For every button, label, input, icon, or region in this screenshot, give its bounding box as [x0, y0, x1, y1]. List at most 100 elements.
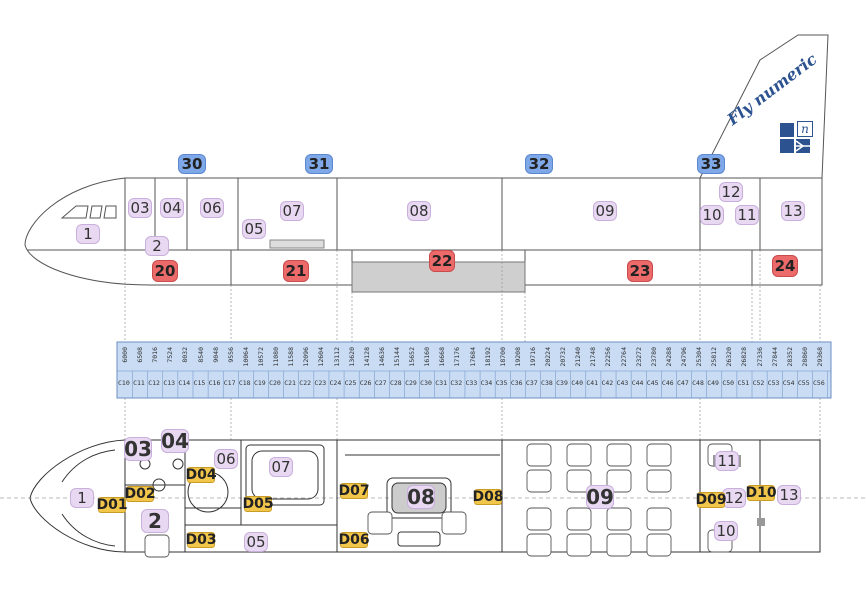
frame-id: C20 [269, 379, 281, 387]
cargo-label-24: 24 [772, 255, 798, 277]
cargo-label-22: 22 [429, 250, 455, 272]
frame-position: 10064 [241, 347, 250, 367]
seat [441, 511, 467, 535]
frame-position: 6508 [136, 347, 145, 363]
logo-letter: n [797, 121, 813, 137]
frame-id: C21 [284, 379, 296, 387]
floor-zone-label-07: 07 [269, 457, 293, 477]
top-zone-label-08: 08 [407, 201, 431, 221]
frame-id: C39 [556, 379, 568, 387]
frame-position: 7524 [166, 347, 175, 363]
frame-position: 18700 [498, 347, 507, 367]
frame-position: 23272 [634, 347, 643, 367]
frame-position: 11588 [287, 347, 296, 367]
seat [367, 511, 393, 535]
frame-id: C13 [163, 379, 176, 387]
door-label-D03: D03 [185, 532, 217, 548]
frame-id: C49 [707, 379, 719, 387]
top-zone-label-07: 07 [280, 201, 304, 221]
frame-id: C36 [510, 379, 523, 387]
deck-label-31: 31 [305, 154, 333, 174]
door-label-D02: D02 [124, 486, 156, 502]
frame-position: 22764 [619, 347, 628, 367]
top-zone-label-12: 12 [719, 182, 743, 202]
frame-position: 22256 [604, 347, 613, 367]
frame-id: C54 [782, 379, 795, 387]
frame-id: C22 [299, 379, 312, 387]
frame-position: 20732 [559, 347, 568, 367]
brand-logo [780, 123, 810, 153]
seat [646, 507, 672, 531]
frame-id: C47 [677, 379, 689, 387]
seat [646, 443, 672, 467]
door-label-D08: D08 [472, 489, 504, 505]
frame-id: C43 [616, 379, 629, 387]
door-label-D07: D07 [338, 483, 370, 499]
frame-position: 13112 [332, 347, 341, 367]
deck-label-32: 32 [525, 154, 553, 174]
frame-id: C40 [571, 379, 583, 387]
frame-id: C35 [495, 379, 508, 387]
frame-id: C19 [253, 379, 266, 387]
frame-position: 13620 [347, 347, 356, 367]
frame-id: C44 [631, 379, 644, 387]
frame-position: 15144 [392, 347, 401, 367]
top-zone-label-03: 03 [128, 198, 152, 218]
frame-id: C18 [238, 379, 251, 387]
seat [566, 443, 592, 467]
frame-position: 12096 [302, 347, 311, 367]
frame-position: 8032 [181, 347, 190, 363]
frame-id: C17 [223, 379, 236, 387]
seat [606, 533, 632, 557]
frame-id: C46 [661, 379, 674, 387]
frame-position: 19716 [528, 347, 537, 367]
frame-position: 8540 [196, 347, 205, 363]
frame-id: C23 [314, 379, 327, 387]
top-zone-label-1: 1 [76, 224, 100, 244]
floor-zone-label-03: 03 [124, 437, 152, 461]
frame-id: C45 [646, 379, 659, 387]
frame-position: 19208 [513, 347, 522, 367]
frame-id: C50 [722, 379, 735, 387]
frame-position: 16668 [438, 347, 447, 367]
floor-zone-label-08: 08 [407, 485, 435, 509]
frame-position: 25304 [695, 347, 704, 367]
door-label-D05: D05 [242, 496, 274, 512]
seat [566, 469, 592, 493]
top-zone-label-06: 06 [200, 198, 224, 218]
frame-id: C32 [450, 379, 463, 387]
frame-position: 28352 [785, 347, 794, 367]
cargo-label-21: 21 [283, 260, 309, 282]
frame-position: 6000 [121, 347, 129, 363]
frame-position: 14636 [377, 347, 386, 367]
door-label-D04: D04 [185, 467, 217, 483]
seat [606, 507, 632, 531]
frame-position: 21240 [574, 347, 583, 367]
frame-position: 21748 [589, 347, 598, 367]
seat [566, 533, 592, 557]
seat [526, 469, 552, 493]
cargo-hold-shaded [351, 261, 526, 293]
frame-id: C10 [118, 379, 130, 387]
frame-position: 29368 [816, 347, 824, 367]
frame-id: C24 [329, 379, 342, 387]
frame-id: C30 [420, 379, 432, 387]
frame-id: C16 [208, 379, 221, 387]
door-label-D09: D09 [695, 492, 727, 508]
frame-position: 14128 [362, 347, 371, 367]
frame-id: C51 [737, 379, 750, 387]
seat [526, 443, 552, 467]
door-label-D01: D01 [96, 497, 128, 513]
galley-block [757, 518, 765, 526]
top-zone-label-10: 10 [700, 205, 724, 225]
frame-position: 18192 [483, 347, 492, 367]
top-zone-label-09: 09 [593, 201, 617, 221]
frame-position: 27336 [755, 347, 764, 367]
cabin-seats [144, 443, 733, 558]
frame-id: C15 [193, 379, 206, 387]
frame-id: C27 [374, 379, 387, 387]
frame-id: C48 [692, 379, 704, 387]
frame-position: 25812 [710, 347, 719, 367]
frame-position: 26320 [725, 347, 734, 367]
